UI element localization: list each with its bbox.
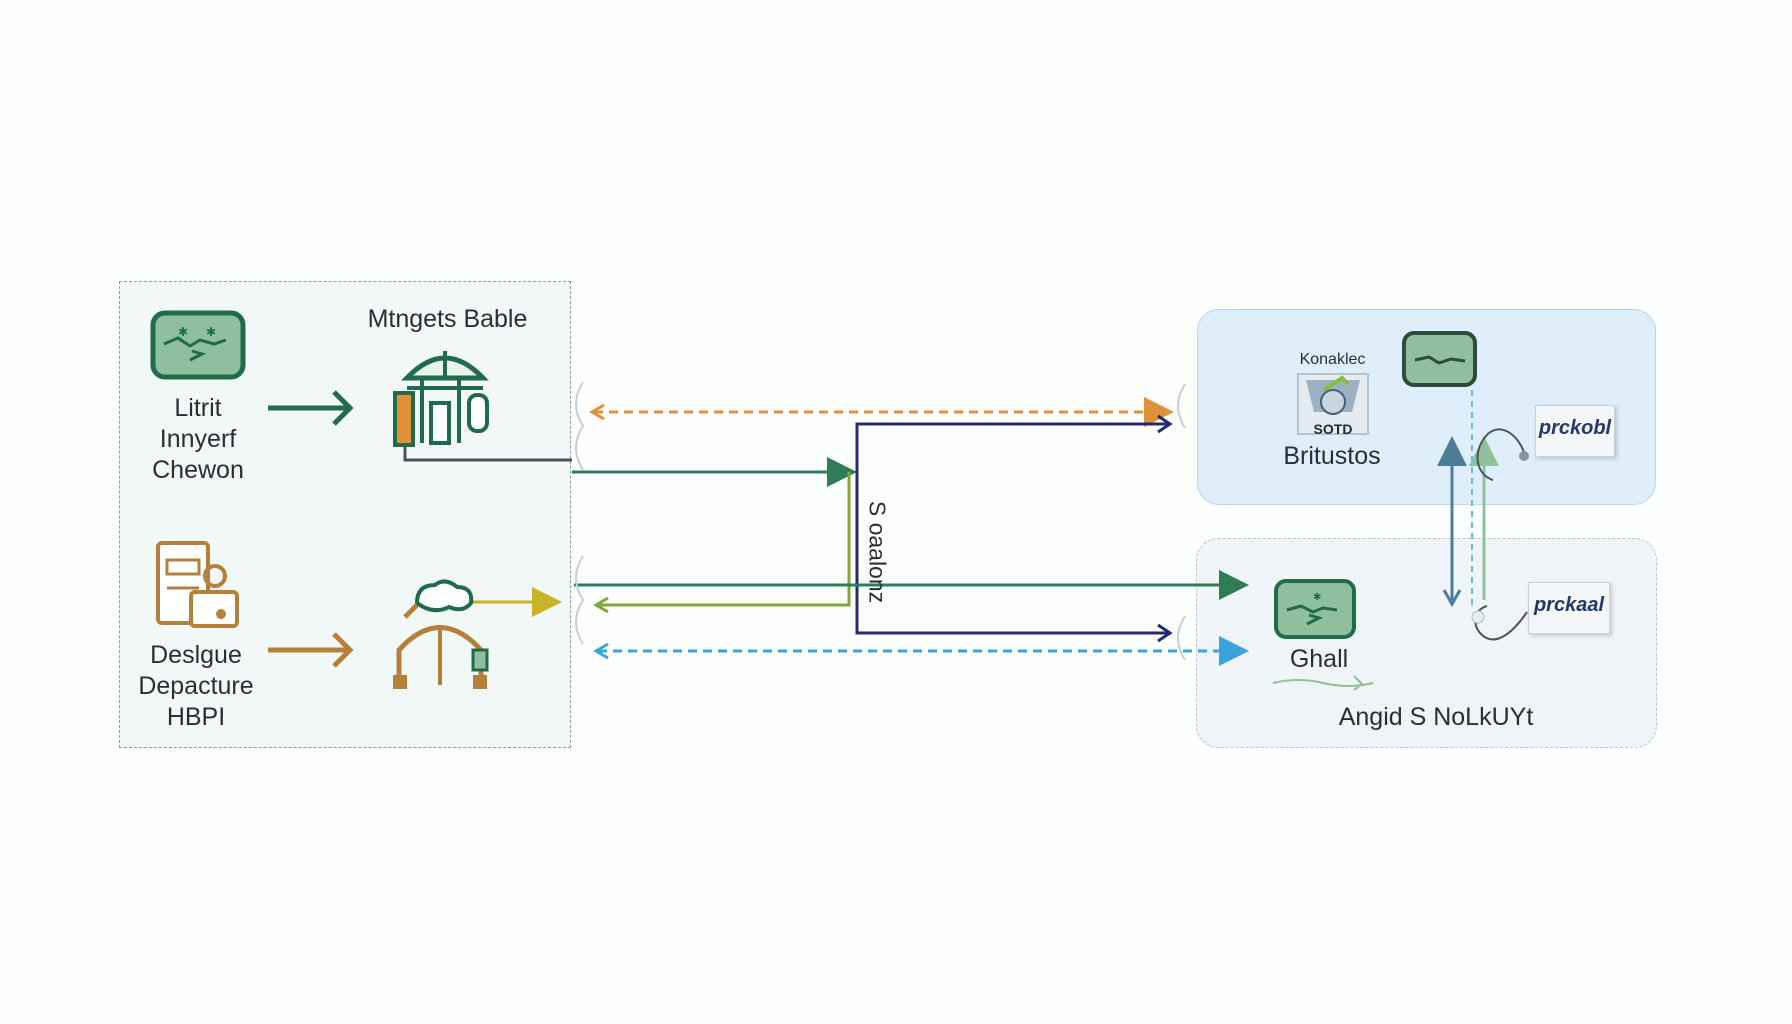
- squiggle-decoration: [1272, 679, 1374, 687]
- target-top-label: Mtngets Bable: [367, 305, 528, 333]
- vertical-bus-label: S oaalonz: [864, 500, 891, 604]
- seal-logo-icon: [1297, 373, 1369, 435]
- edge-connector-right-top: [1177, 383, 1186, 429]
- svg-text:✱: ✱: [178, 325, 188, 339]
- tag-bottom: prckaal: [1528, 582, 1610, 634]
- monitor-icon: ✱ ✱: [150, 310, 246, 380]
- right-top-name: Britustos: [1283, 442, 1381, 470]
- source-bottom-label: Deslgue Depacture HBPI: [138, 641, 254, 731]
- svg-text:✱: ✱: [1313, 592, 1321, 603]
- cable-bottom: [1474, 605, 1528, 641]
- tag-top: prckobl: [1535, 405, 1615, 457]
- edge-connector-left-bottom: [575, 555, 585, 645]
- navy-bracket: [855, 422, 1168, 635]
- lime-link: [598, 472, 851, 607]
- cloud-facility-icon: [393, 579, 489, 689]
- right-bottom-footer: Angid S NoLkUYt: [1338, 703, 1534, 731]
- irrigation-station-icon: [393, 351, 489, 447]
- right-bottom-name: Ghall: [1289, 645, 1349, 673]
- edge-connector-left-top: [575, 381, 585, 471]
- edge-connector-right-bottom: [1177, 615, 1186, 661]
- logo-text: SOTD: [1313, 421, 1353, 437]
- cable-top: [1476, 428, 1526, 481]
- logo-caption: Konaklec: [1299, 351, 1366, 368]
- monitor-icon: ✱: [1274, 579, 1356, 639]
- right-bottom-panel: [1196, 538, 1657, 748]
- document-scanner-icon: [156, 541, 239, 628]
- monitor-icon: [1402, 331, 1477, 387]
- svg-text:✱: ✱: [206, 325, 216, 339]
- source-top-label: Litrit Innyerf Chewon: [152, 394, 244, 484]
